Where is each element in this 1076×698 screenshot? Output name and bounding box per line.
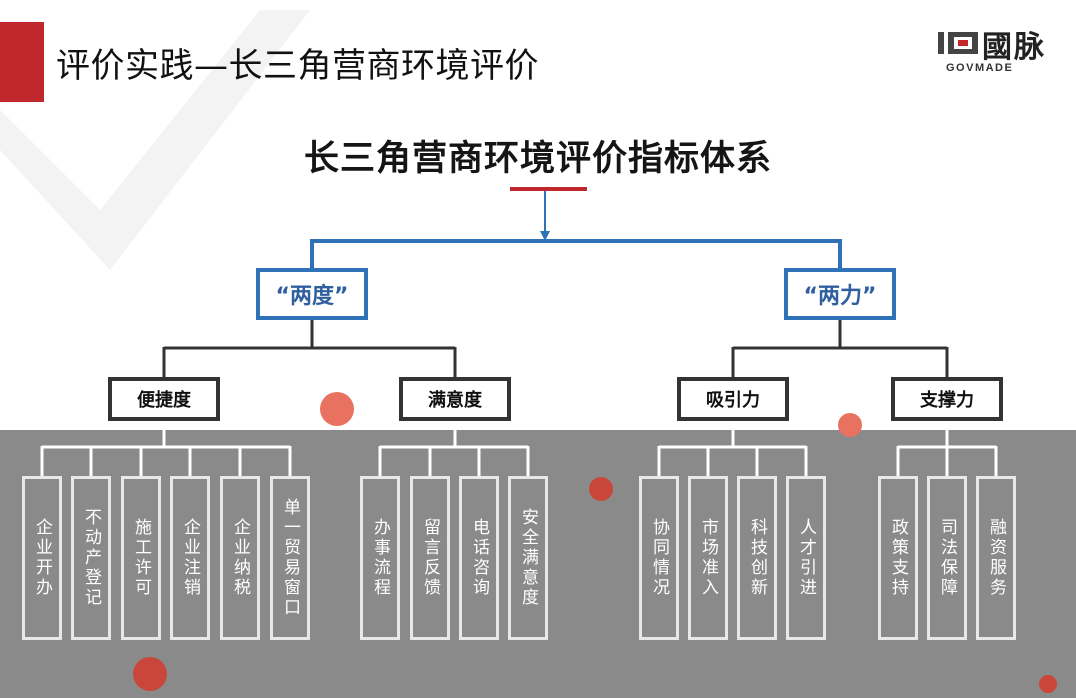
leaf-node: 科技创新: [737, 476, 777, 640]
leaf-node: 市场准入: [688, 476, 728, 640]
leaf-node: 施工许可: [121, 476, 161, 640]
leaf-label: 电话咨询: [469, 518, 489, 598]
decorative-dot: [320, 392, 354, 426]
leaf-node: 协同情况: [639, 476, 679, 640]
decorative-dot: [838, 413, 862, 437]
leaf-label: 单一贸易窗口: [280, 498, 300, 618]
decorative-dot: [589, 477, 613, 501]
leaf-label: 市场准入: [698, 518, 718, 598]
logo-chinese-text: 國脉: [982, 30, 1046, 65]
title-accent-bar: [0, 22, 44, 102]
leaf-label: 办事流程: [370, 518, 390, 598]
leaf-label: 企业纳税: [230, 518, 250, 598]
leaf-label: 司法保障: [937, 518, 957, 598]
leaf-label: 企业注销: [180, 518, 200, 598]
node-convenience: 便捷度: [108, 377, 220, 421]
leaf-label: 协同情况: [649, 518, 669, 598]
node-two-degrees: “两度”: [256, 268, 368, 320]
leaf-node: 司法保障: [927, 476, 967, 640]
govmade-logo-icon: [938, 32, 978, 54]
node-attraction: 吸引力: [677, 377, 789, 421]
node-satisfaction: 满意度: [399, 377, 511, 421]
leaf-node: 单一贸易窗口: [270, 476, 310, 640]
decorative-dot: [1039, 675, 1057, 693]
leaf-label: 企业开办: [32, 518, 52, 598]
leaf-label: 科技创新: [747, 518, 767, 598]
leaf-label: 留言反馈: [420, 518, 440, 598]
leaf-node: 融资服务: [976, 476, 1016, 640]
leaf-label: 施工许可: [131, 518, 151, 598]
leaf-node: 留言反馈: [410, 476, 450, 640]
leaf-node: 安全满意度: [508, 476, 548, 640]
node-two-forces: “两力”: [784, 268, 896, 320]
leaf-node: 人才引进: [786, 476, 826, 640]
leaf-node: 企业注销: [170, 476, 210, 640]
leaf-node: 企业纳税: [220, 476, 260, 640]
leaf-label: 人才引进: [796, 518, 816, 598]
decorative-dot: [133, 657, 167, 691]
diagram-title: 长三角营商环境评价指标体系: [303, 139, 772, 179]
logo-english-text: GOVMADE: [946, 62, 1014, 74]
leaf-label: 不动产登记: [81, 508, 101, 608]
leaf-node: 政策支持: [878, 476, 918, 640]
leaf-label: 安全满意度: [518, 508, 538, 608]
leaf-node: 电话咨询: [459, 476, 499, 640]
leaf-node: 不动产登记: [71, 476, 111, 640]
leaf-label: 融资服务: [986, 518, 1006, 598]
leaf-label: 政策支持: [888, 518, 908, 598]
node-support: 支撑力: [891, 377, 1003, 421]
leaf-node: 办事流程: [360, 476, 400, 640]
leaf-node: 企业开办: [22, 476, 62, 640]
slide-title: 评价实践—长三角营商环境评价: [56, 46, 539, 86]
